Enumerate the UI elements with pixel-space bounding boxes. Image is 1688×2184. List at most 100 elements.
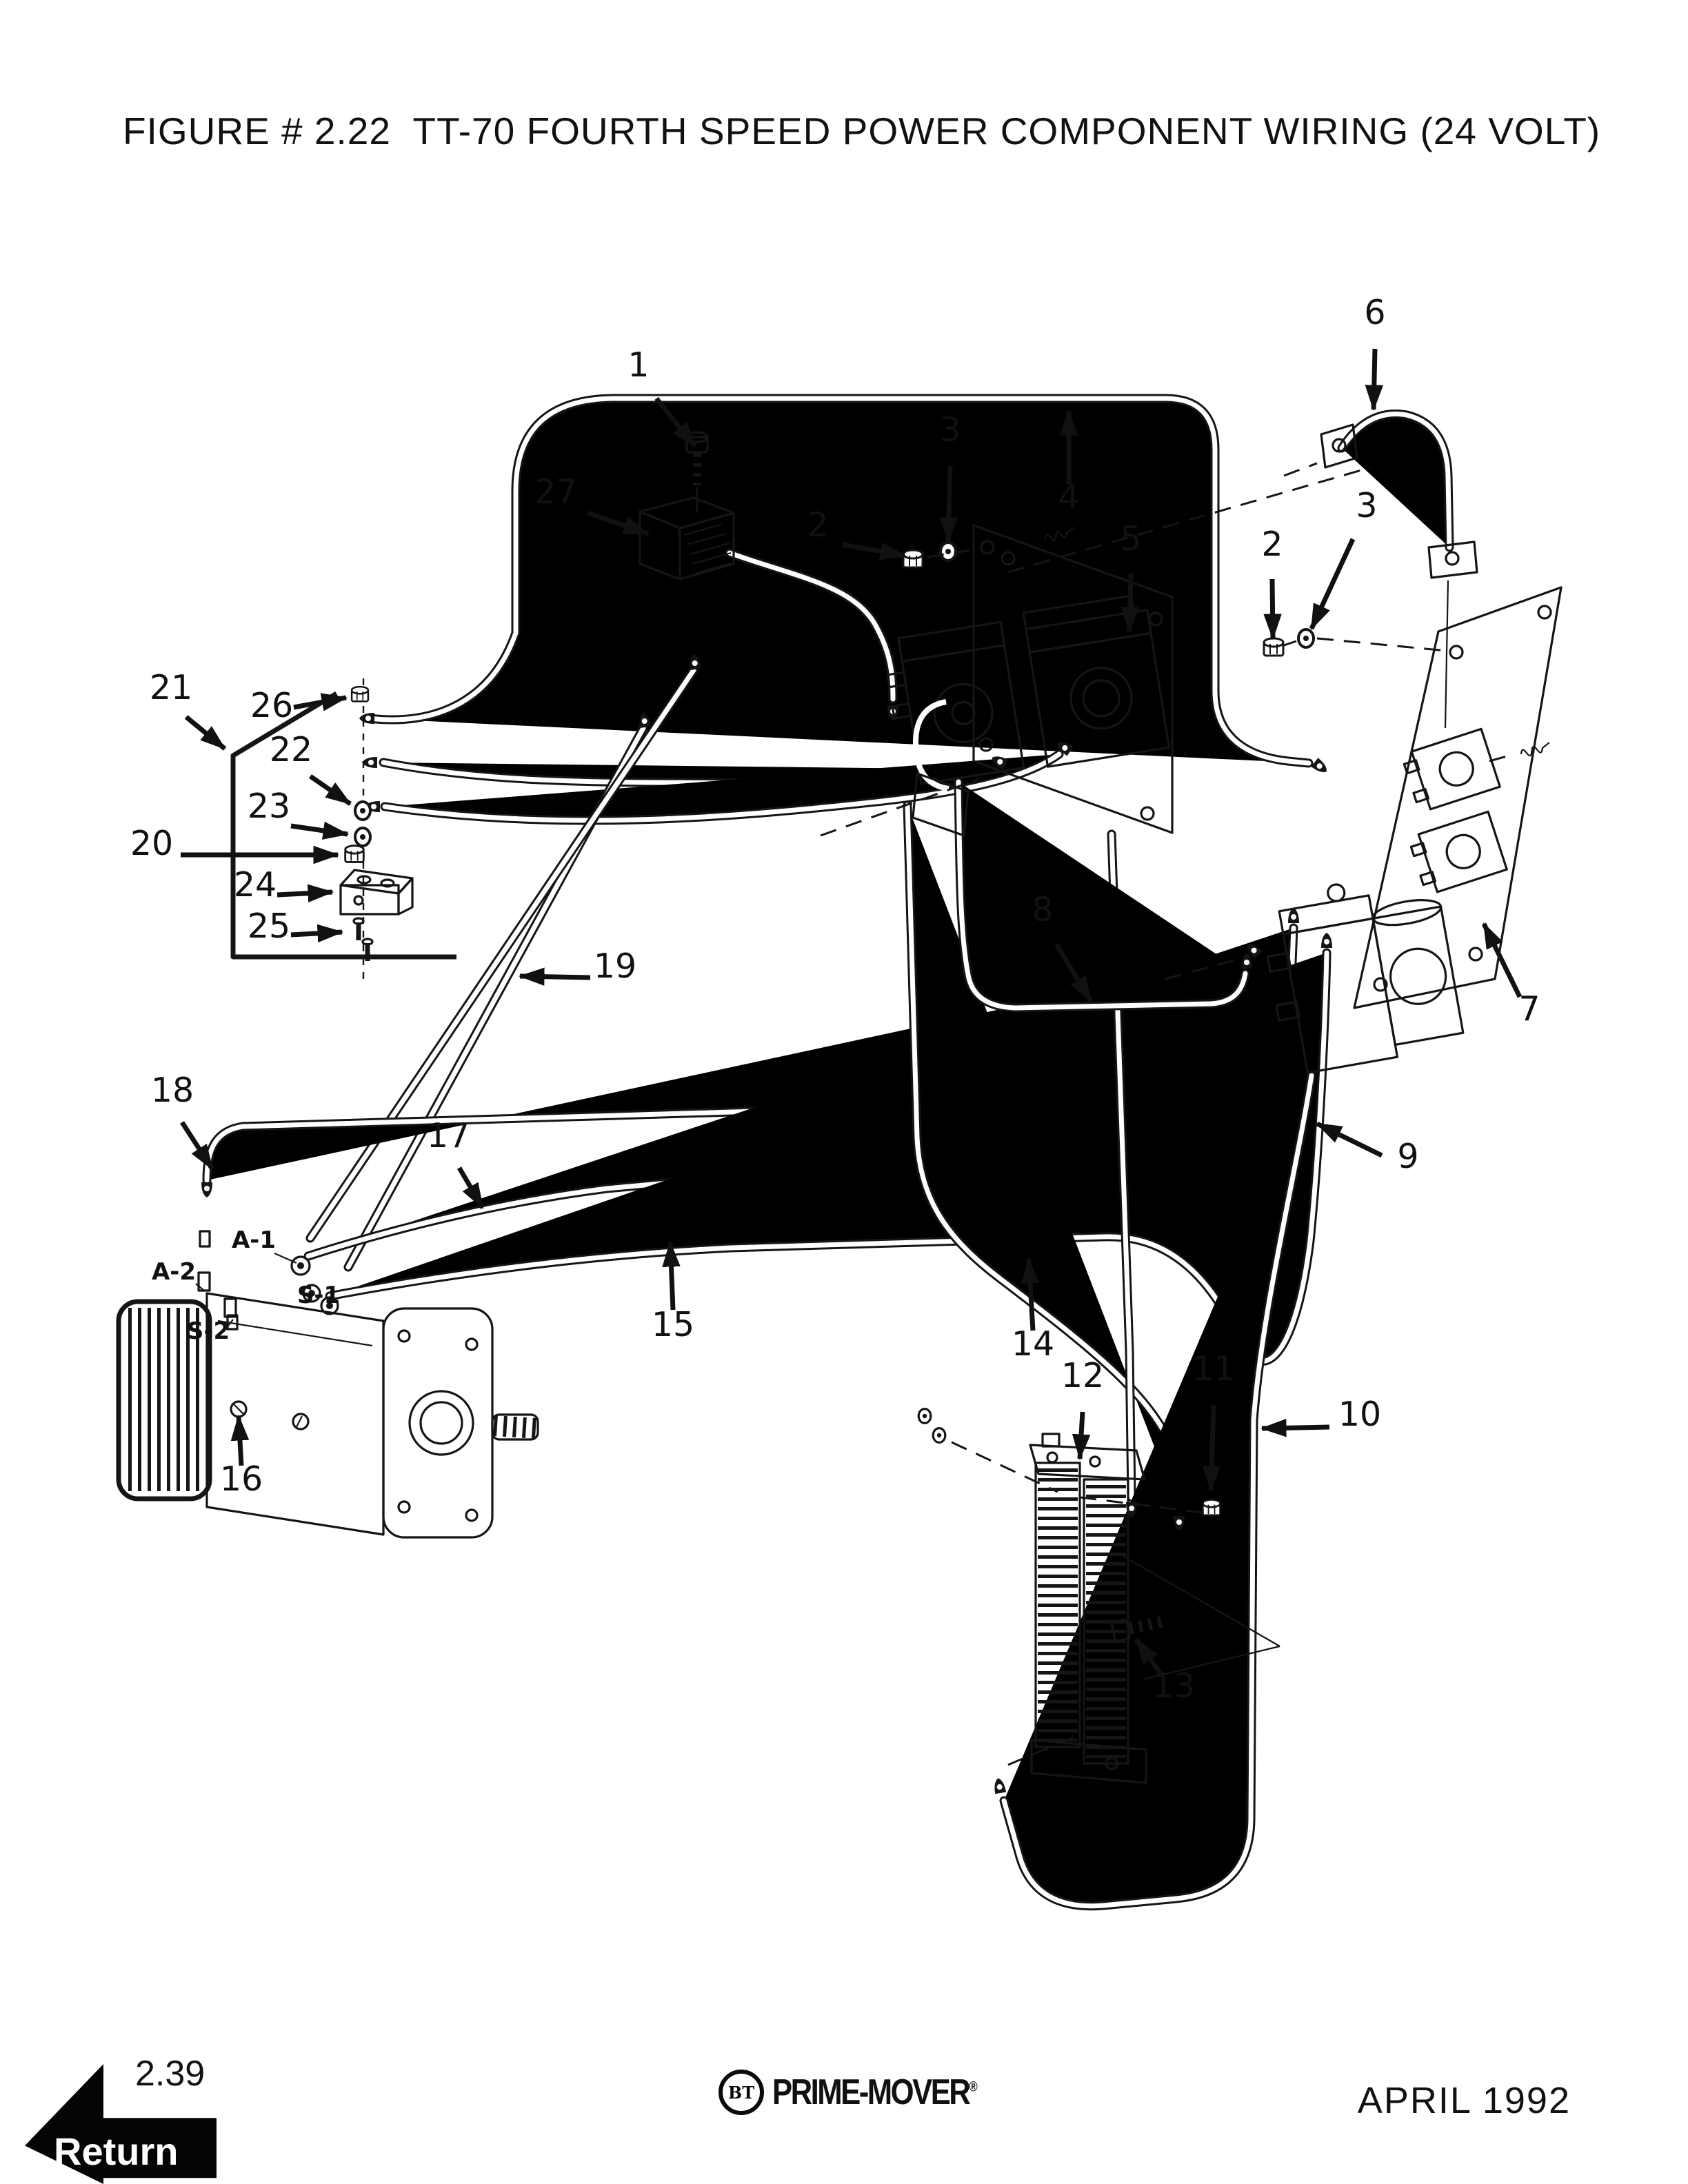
screw-13 — [1110, 1615, 1166, 1642]
connector-27 — [639, 496, 735, 580]
callout-18: 18 — [151, 1071, 194, 1110]
callout-9: 9 — [1397, 1137, 1418, 1176]
callout-arrow-2 — [1263, 578, 1282, 640]
callout-arrow-7 — [1481, 922, 1523, 998]
terminal-block-cable-b — [385, 754, 1059, 820]
motor-assembly — [116, 1230, 539, 1539]
handle-bracket — [912, 699, 950, 791]
cable-18 — [207, 956, 1249, 1180]
leader-lines — [820, 462, 1515, 1766]
callout-arrow-26 — [293, 693, 348, 711]
callout-22: 22 — [270, 730, 312, 769]
callout-arrow-8 — [1054, 943, 1093, 1002]
motor-terminals — [197, 1230, 339, 1331]
callout-16: 16 — [220, 1459, 263, 1499]
callout-5: 5 — [1120, 519, 1141, 558]
callout-3: 3 — [1356, 486, 1377, 525]
terminal-leader-A-2 — [195, 1283, 205, 1291]
callout-arrow-13 — [1134, 1637, 1165, 1679]
bracket-6 — [1320, 414, 1478, 579]
contactor-panel-7 — [1266, 414, 1563, 1074]
callout-arrow-3 — [1309, 538, 1356, 631]
callout-arrow-15 — [662, 1240, 681, 1311]
nut-11 — [1202, 1499, 1221, 1517]
relay-b — [1409, 810, 1508, 893]
nut-2a — [902, 549, 924, 569]
callout-arrow-24 — [277, 884, 334, 902]
callout-6: 6 — [1364, 293, 1385, 332]
callout-2: 2 — [807, 505, 828, 545]
washer-2c — [917, 1407, 932, 1424]
brand-bt-icon: BT — [719, 2070, 764, 2115]
washer-22 — [354, 800, 372, 821]
battery-loop-cable-4 — [370, 398, 1309, 763]
resistor-assembly — [1029, 1433, 1280, 1784]
callout-arrow-12 — [1072, 1411, 1091, 1461]
terminal-label-S-2: S-2 — [187, 1317, 230, 1345]
callout-arrow-17 — [456, 1166, 485, 1209]
terminal-label-A-2: A-2 — [152, 1258, 196, 1286]
terminal-leader-S-2 — [223, 1319, 234, 1333]
nut-20 — [344, 845, 365, 863]
callout-11: 11 — [1192, 1349, 1235, 1388]
diagonal-cable-b — [310, 670, 694, 1238]
callout-arrow-5 — [1121, 573, 1140, 634]
contactor-a — [886, 620, 1025, 785]
brand-logo: BT PRIME-MOVER® — [719, 2070, 1014, 2115]
callout-arrow-19 — [518, 967, 591, 986]
connector-cable-27 — [730, 553, 893, 699]
terminal-label-S-1: S-1 — [297, 1282, 340, 1309]
callout-10: 10 — [1338, 1395, 1381, 1434]
callout-arrow-1 — [654, 396, 697, 449]
washer-3c — [932, 1427, 947, 1444]
callout-3: 3 — [939, 410, 961, 449]
print-date: APRIL 1992 — [1357, 2080, 1571, 2121]
callout-1: 1 — [627, 345, 649, 385]
nut-2b — [1263, 637, 1285, 657]
contactor-b — [1022, 594, 1170, 768]
callout-17: 17 — [427, 1116, 470, 1155]
callout-arrow-18 — [180, 1121, 214, 1171]
callout-2: 2 — [1261, 525, 1283, 564]
callout-21: 21 — [150, 668, 192, 707]
nut-26 — [350, 685, 370, 702]
terminal-leader-A-1 — [274, 1252, 297, 1264]
callout-arrow-27 — [586, 510, 650, 536]
callout-arrow-25 — [290, 924, 344, 943]
callout-8: 8 — [1032, 890, 1053, 929]
contactor-c — [1266, 883, 1465, 1074]
washer-3a — [939, 541, 957, 562]
washer-23 — [354, 827, 372, 847]
page-number: 2.39 — [135, 2054, 205, 2094]
figure-title: FIGURE # 2.22 TT-70 FOURTH SPEED POWER C… — [123, 110, 1601, 152]
callout-26: 26 — [250, 686, 293, 725]
contactor-panel-5 — [886, 524, 1174, 837]
callout-arrow-16 — [230, 1414, 250, 1466]
screw-squiggle-b — [1519, 741, 1552, 759]
terminal-label-A-1: A-1 — [232, 1226, 276, 1254]
callout-arrow-23 — [290, 821, 350, 840]
callout-15: 15 — [652, 1305, 694, 1344]
return-button-label: Return — [54, 2130, 179, 2173]
pins-25 — [352, 917, 374, 961]
cable-15 — [330, 953, 1327, 1362]
callout-19: 19 — [594, 947, 636, 986]
callout-12: 12 — [1061, 1356, 1104, 1395]
callout-23: 23 — [248, 787, 290, 826]
callout-13: 13 — [1152, 1666, 1195, 1706]
callout-arrow-6 — [1365, 348, 1384, 412]
cable-8 — [958, 782, 1245, 1008]
callout-arrow-9 — [1315, 1121, 1383, 1158]
callout-arrow-14 — [1021, 1257, 1040, 1331]
callout-arrow-2 — [842, 542, 907, 560]
brand-name: PRIME-MOVER® — [772, 2072, 978, 2112]
washer-3b — [1297, 628, 1315, 649]
callout-arrow-3 — [939, 465, 958, 544]
callout-25: 25 — [248, 907, 290, 946]
lower-tab — [912, 772, 969, 837]
callout-7: 7 — [1518, 989, 1540, 1029]
callout-arrow-22 — [309, 774, 352, 806]
relay-a — [1403, 727, 1501, 811]
registered-mark: ® — [969, 2079, 977, 2095]
